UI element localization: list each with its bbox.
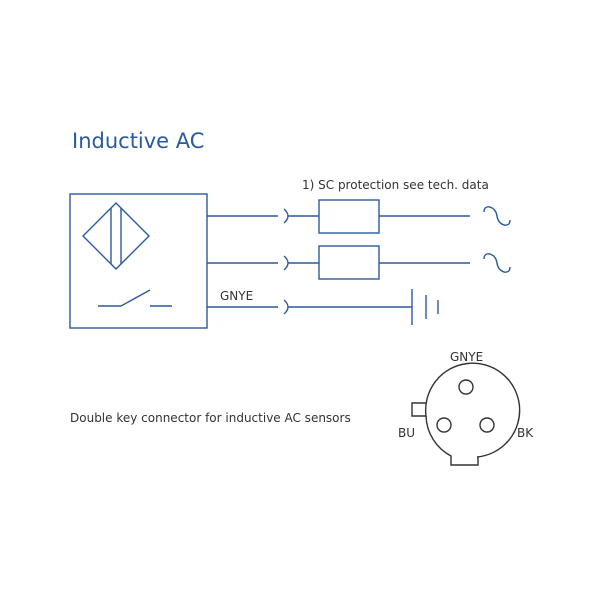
pin-label-gnye: GNYE	[450, 350, 483, 364]
connector-outline	[411, 362, 521, 458]
sensor-body	[69, 193, 208, 329]
wire-2	[207, 245, 511, 280]
ground-icon	[411, 289, 439, 325]
pin-bu	[436, 417, 452, 433]
pin-label-bu: BU	[398, 426, 415, 440]
pin-bk	[479, 417, 495, 433]
wire-1	[207, 199, 511, 234]
wire-ground	[207, 289, 439, 325]
diagram-title: Inductive AC	[72, 129, 204, 153]
ac-supply-icon	[483, 206, 511, 226]
ac-supply-icon	[483, 253, 511, 273]
connector-pinout	[411, 362, 521, 466]
switch-icon	[98, 289, 172, 307]
wire-label-gnye: GNYE	[220, 289, 253, 303]
sc-protection-note: 1) SC protection see tech. data	[302, 178, 489, 192]
pin-label-bk: BK	[517, 426, 534, 440]
inductive-sensor-icon	[82, 202, 150, 270]
fuse-1	[318, 199, 380, 234]
fuse-2	[318, 245, 380, 280]
connector-caption: Double key connector for inductive AC se…	[70, 411, 351, 425]
pin-gnye	[458, 379, 474, 395]
